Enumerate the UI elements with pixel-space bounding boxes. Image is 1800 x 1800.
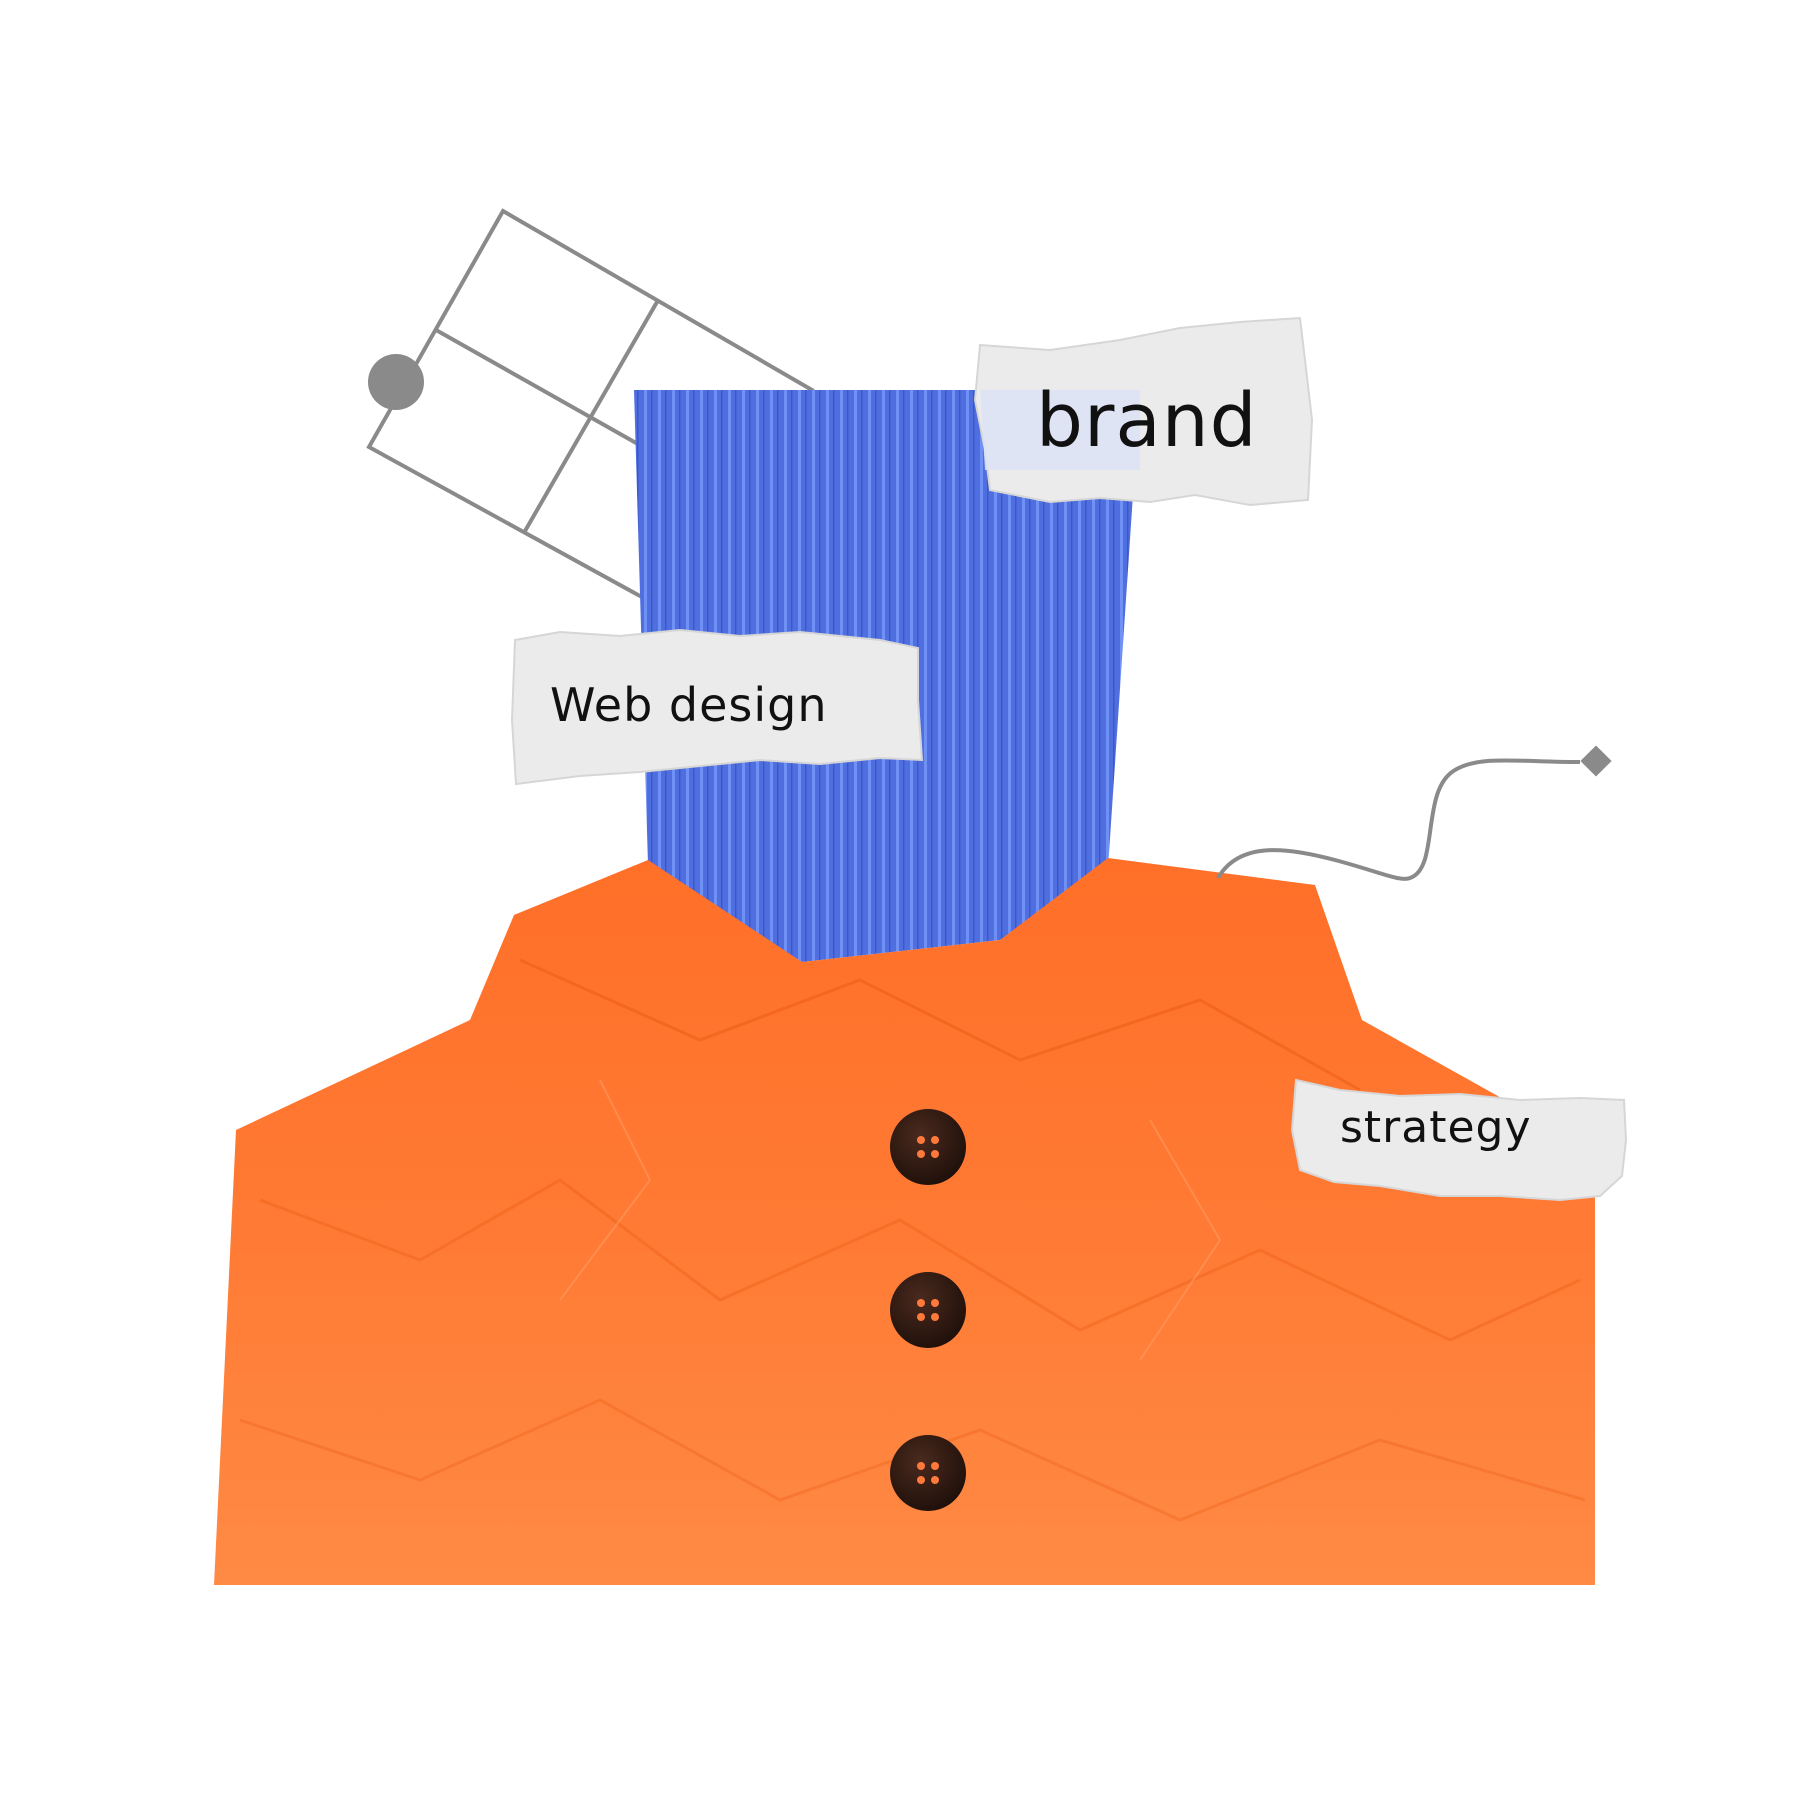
brand-paper-scrap <box>973 316 1314 507</box>
button-icon <box>890 1435 966 1511</box>
button-icon <box>890 1109 966 1185</box>
strategy-paper-scrap <box>1290 1078 1628 1202</box>
shirt-buttons <box>890 1109 966 1511</box>
curved-connector-icon <box>1216 745 1612 881</box>
web-design-paper-scrap <box>510 628 924 786</box>
brand-label: brand <box>1036 378 1258 464</box>
button-icon <box>890 1272 966 1348</box>
orange-shirt <box>214 858 1595 1585</box>
web-design-label: Web design <box>550 678 828 732</box>
strategy-label: strategy <box>1340 1102 1532 1153</box>
